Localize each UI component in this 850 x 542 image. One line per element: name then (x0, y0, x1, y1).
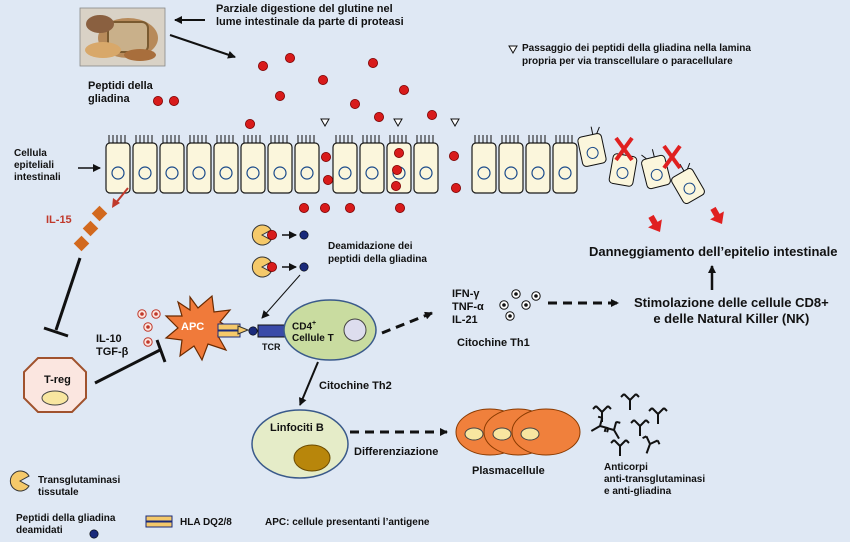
cd8-nk-stimulation-label: Stimolazione delle cellule CD8+ e delle … (634, 295, 829, 326)
b-cell-label: Linfociti B (270, 422, 324, 434)
damaged-epithelial-cells (577, 126, 705, 205)
differentiation-label: Differenziazione (354, 446, 439, 458)
hla-tcr-complex (217, 323, 287, 338)
passage-triangles (320, 45, 518, 127)
damage-arrows (644, 204, 729, 236)
th1-cytokines (499, 289, 541, 321)
arrow-deamidation-to-tcell (261, 274, 301, 319)
deamidation-step-2 (251, 256, 309, 278)
legend-transglutaminase-icon (9, 470, 30, 492)
cd4-label: CD4+ Cellule T (292, 320, 334, 345)
gliadin-peptides-lumen (152, 53, 438, 130)
tcr-label: TCR (262, 342, 281, 352)
legend-hla-label: HLA DQ2/8 (180, 517, 232, 528)
treg-nucleus (41, 390, 69, 406)
treg-cell (23, 357, 87, 413)
th1-cytokine-list: IFN-γ TNF-α IL-21 (452, 288, 484, 326)
il15-red-arrowhead (112, 198, 120, 208)
deamidation-step-1 (251, 224, 309, 246)
treg-inhibition (94, 348, 161, 385)
arrow-bread-to-peptides (169, 34, 236, 59)
legend-transglutaminase-label: Transglutaminasi tissutale (38, 475, 121, 498)
dashed-arrow-to-th1 (381, 311, 433, 335)
red-x-mark (662, 144, 682, 170)
legend-hla-icon (145, 515, 173, 528)
passage-label: Passaggio dei peptidi della gliadina nel… (522, 43, 751, 67)
gluten-digestion-label: Parziale digestione del glutine nel lume… (216, 3, 404, 28)
deamidation-label: Deamidazione dei peptidi della gliadina (328, 241, 427, 265)
cd4-t-cell (283, 299, 377, 361)
apc-cell (164, 294, 236, 362)
arrow-to-b-cells (299, 361, 319, 406)
apc-label: APC (181, 321, 205, 333)
t-cell-nucleus (343, 318, 367, 342)
intestinal-epithelium (105, 134, 578, 194)
legend-deamidated-peptide-label: Peptidi della gliadina deamidati (16, 513, 116, 536)
epithelial-damage-label: Danneggiamento dell’epitelio intestinale (589, 244, 838, 259)
treg-inhibition-bar (155, 339, 167, 363)
lamina-peptides (298, 202, 406, 214)
plasma-cells (455, 408, 581, 456)
il15-inhibition-bar (43, 326, 69, 338)
antibodies-label: Anticorpi anti-transglutaminasi e anti-g… (604, 462, 706, 497)
il15-diamonds (73, 205, 108, 252)
il15-label: IL-15 (46, 214, 72, 226)
plasma-cells-label: Plasmacellule (472, 465, 545, 477)
il10-tgfb-label: IL-10 TGF-β (96, 333, 129, 358)
bread-picture (79, 7, 166, 67)
antibodies (585, 393, 668, 458)
red-x-mark (614, 136, 634, 162)
gliadin-peptides-label: Peptidi della gliadina (88, 80, 153, 105)
epithelial-cell-label: Cellula epiteliali intestinali (14, 148, 61, 183)
th1-label: Citochine Th1 (457, 337, 530, 349)
b-cell-nucleus (293, 444, 331, 472)
legend-apc-definition: APC: cellule presentanti l’antigene (265, 517, 430, 528)
treg-label: T-reg (44, 374, 71, 386)
il15-inhibition (54, 257, 82, 331)
th2-label: Citochine Th2 (319, 380, 392, 392)
